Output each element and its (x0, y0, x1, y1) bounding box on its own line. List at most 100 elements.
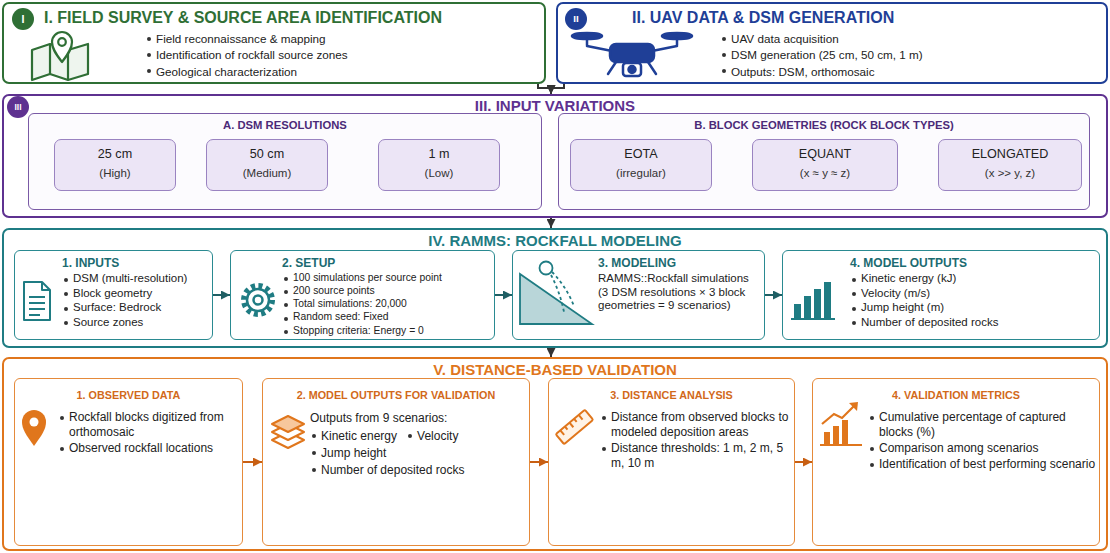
heading-text: I (12, 8, 34, 30)
heading-text: V. DISTANCE-BASED VALIDATION (40, 361, 1070, 379)
heading-wrap: III. INPUT VARIATIONS (40, 97, 1070, 115)
option-box: 1 m (Low) (378, 139, 500, 191)
heading-text: II. UAV DATA & DSM GENERATION (632, 8, 1102, 27)
heading-text: 1 m (378, 146, 500, 163)
bullet-item: Total simulations: 20,000 (282, 298, 492, 310)
heading-wrap: EOTA (570, 146, 712, 163)
bullet-item: Jump height (310, 445, 386, 462)
option-box: 25 cm(High) (54, 139, 176, 191)
heading-text: 3. DISTANCE ANALYSIS (548, 388, 795, 402)
body-text: (Medium) (206, 166, 328, 180)
heading-text: 3. MODELING (598, 256, 760, 270)
bullet-item: Identification of rockfall source zones (145, 47, 540, 62)
heading-wrap: 50 cm (206, 146, 328, 163)
flow-arrow (551, 84, 564, 94)
body-text: (x >> y, z) (938, 166, 1082, 180)
section-badge: II (565, 8, 587, 30)
drone-icon (572, 33, 692, 76)
flow-arrow (213, 294, 230, 296)
heading-wrap: III (7, 96, 29, 118)
heading-wrap: II. UAV DATA & DSM GENERATION (632, 8, 1102, 27)
bullet-item: Stopping criteria: Energy = 0 (282, 325, 492, 337)
heading-wrap: EQUANT (752, 146, 898, 163)
bullet-item: Rockfall blocks digitized from orthomosa… (58, 410, 238, 440)
heading-wrap: ELONGATED (938, 146, 1082, 163)
slope-icon (520, 262, 592, 325)
bullet-item: DSM (multi-resolution) (62, 272, 210, 286)
layers-icon (272, 416, 304, 448)
body-wrap: Cumulative percentage of captured blocks… (868, 410, 1096, 473)
flow-arrow (550, 348, 552, 357)
body-wrap: Rockfall blocks digitized from orthomosa… (58, 410, 238, 457)
bullet-item: DSM generation (25 cm, 50 cm, 1 m) (720, 47, 1100, 62)
heading-wrap: 3. DISTANCE ANALYSIS (548, 388, 795, 402)
heading-wrap: 25 cm (54, 146, 176, 163)
flow-arrow (765, 294, 782, 296)
body-wrap: (irregular) (570, 166, 712, 180)
map-icon (32, 32, 88, 80)
option-box: EOTA (irregular) (570, 139, 712, 191)
body-text: (x ≈ y ≈ z) (752, 166, 898, 180)
heading-text: 2. MODEL OUTPUTS FOR VALIDATION (262, 388, 530, 402)
heading-wrap: 3. MODELING (598, 256, 760, 270)
flow-arrow (243, 461, 262, 463)
bullet-item: Comparison among scenarios (868, 441, 1096, 456)
body-text: RAMMS::Rockfall simulations (3 DSM resol… (598, 272, 760, 313)
bullet-item: Random seed: Fixed (282, 311, 492, 323)
body-wrap: RAMMS::Rockfall simulations (3 DSM resol… (598, 272, 760, 313)
heading-wrap: 2. SETUP (282, 256, 490, 270)
bullet-item: Velocity (m/s) (850, 287, 1094, 301)
heading-text: I. FIELD SURVEY & SOURCE AREA IDENTIFICA… (44, 8, 539, 27)
heading-wrap: 1 m (378, 146, 500, 163)
heading-text: IV. RAMMS: ROCKFALL MODELING (40, 232, 1070, 250)
bullet-item: Outputs: DSM, orthomosaic (720, 64, 1100, 79)
process-box: 3. DISTANCE ANALYSIS Distance from observ… (548, 378, 795, 546)
heading-text: 1. INPUTS (62, 256, 208, 270)
bullet-item: UAV data acquisition (720, 31, 1100, 46)
section-badge: III (7, 96, 29, 118)
body-text: (Low) (378, 166, 500, 180)
heading-wrap: 4. MODEL OUTPUTS (850, 256, 1094, 270)
heading-text: III (7, 96, 29, 118)
bullet-item: Kinetic energy (310, 428, 397, 445)
bullet-item: Distance thresholds: 1 m, 2 m, 5 m, 10 m (600, 441, 790, 471)
body-wrap: DSM (multi-resolution)Block geometrySurf… (62, 272, 210, 330)
bullet-item: Jump height (m) (850, 301, 1094, 315)
heading-text: 1. OBSERVED DATA (14, 388, 243, 402)
body-wrap: UAV data acquisitionDSM generation (25 c… (720, 31, 1100, 80)
heading-text: 4. VALIDATION METRICS (812, 388, 1100, 402)
bullet-item: Surface: Bedrock (62, 301, 210, 315)
bullet-item: Number of deposited rocks (850, 316, 1094, 330)
bullet-item: Geological characterization (145, 64, 540, 79)
bullet-item: Identification of best performing scenar… (868, 457, 1096, 472)
bullet-item: Kinetic energy (kJ) (850, 272, 1094, 286)
body-wrap: Kinetic energy (kJ)Velocity (m/s)Jump he… (850, 272, 1094, 330)
heading-text: A. DSM RESOLUTIONS (28, 118, 542, 133)
body-text: Outputs from 9 scenarios: (310, 410, 525, 427)
group-box: A. DSM RESOLUTIONS 25 cm(High) 50 cm (Mediu… (28, 113, 542, 210)
flow-arrow (550, 218, 552, 228)
heading-wrap: B. BLOCK GEOMETRIES (ROCK BLOCK TYPES) (558, 118, 1090, 133)
body-wrap: Outputs from 9 scenarios:Kinetic energyV… (310, 410, 525, 479)
heading-text: II (565, 8, 587, 30)
body-wrap: 100 simulations per source point200 sour… (282, 272, 492, 338)
heading-wrap: I. FIELD SURVEY & SOURCE AREA IDENTIFICA… (44, 8, 539, 27)
bullet-item: Number of deposited rocks (310, 462, 464, 479)
body-wrap: Distance from observed blocks to modeled… (600, 410, 790, 472)
bar-chart-icon (791, 282, 835, 320)
body-wrap: (Medium) (206, 166, 328, 180)
section-panel: IV. RAMMS: ROCKFALL MODELING 1. INPUTS DSM… (2, 228, 1108, 348)
body-wrap: Field reconnaissance & mappingIdentifica… (145, 31, 540, 80)
bullet-item: Source zones (62, 316, 210, 330)
flow-arrow (530, 461, 548, 463)
heading-text: EQUANT (752, 146, 898, 163)
option-box: ELONGATED (x >> y, z) (938, 139, 1082, 191)
heading-text: EOTA (570, 146, 712, 163)
heading-text: III. INPUT VARIATIONS (40, 97, 1070, 115)
gear-icon (244, 286, 272, 314)
heading-wrap: 2. MODEL OUTPUTS FOR VALIDATION (262, 388, 530, 402)
section-panel: V. DISTANCE-BASED VALIDATION 1. OBSERVED … (2, 357, 1108, 551)
heading-text: 2. SETUP (282, 256, 490, 270)
heading-text: B. BLOCK GEOMETRIES (ROCK BLOCK TYPES) (558, 118, 1090, 133)
